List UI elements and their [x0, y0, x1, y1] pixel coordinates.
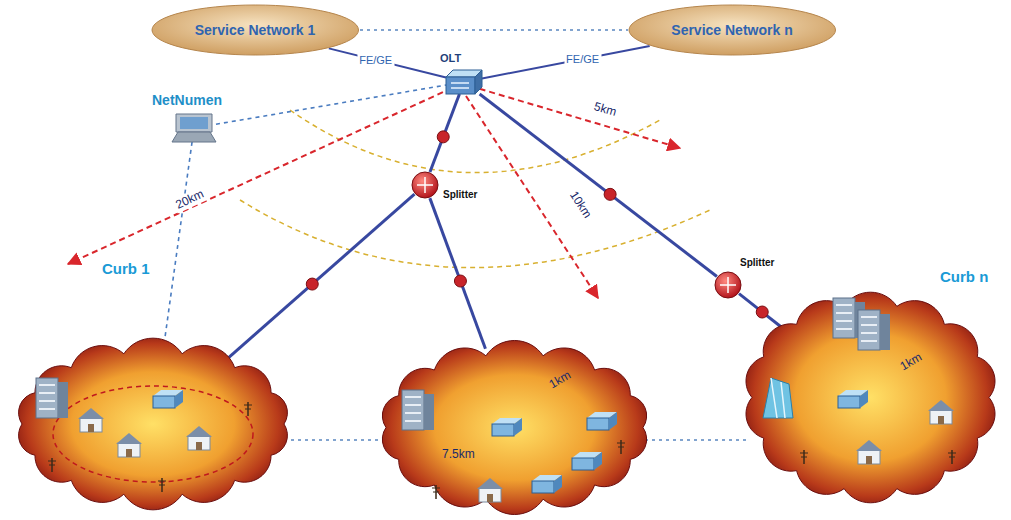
onu-icon: [838, 390, 868, 408]
splitter-mark: [417, 177, 433, 193]
fiber-connector-dot: [437, 131, 449, 143]
tree-icon: [800, 450, 808, 464]
splitter: Splitter: [714, 271, 742, 299]
node-label: OLT: [440, 52, 461, 65]
tree-icon: [158, 478, 166, 492]
cloud-outline: [19, 338, 288, 510]
house-icon: [116, 433, 142, 457]
management-link: [216, 85, 446, 124]
fiber-connector-dot: [604, 188, 616, 200]
bld-icon: [36, 378, 68, 418]
onu-icon: [492, 418, 522, 436]
nms-shape: [172, 114, 216, 142]
fiber-link: [430, 94, 459, 172]
cloud-shape: [372, 340, 657, 515]
fiber-link: [430, 198, 486, 349]
house-icon: [477, 478, 503, 502]
service-network-ellipse: Service Network 1: [151, 4, 360, 56]
distance-line: [470, 86, 680, 148]
node-label: Service Network 1: [190, 22, 320, 38]
onu-icon: [572, 452, 602, 470]
management-link: [164, 142, 192, 345]
cloud-contents: [763, 298, 956, 464]
link-label: FE/GE: [357, 54, 394, 67]
nms-icon: [176, 114, 212, 132]
cloud-contents: [402, 390, 625, 502]
tree-icon: [617, 440, 625, 454]
dotted-link: [360, 29, 628, 31]
fiber-connector-dot: [454, 275, 466, 287]
node-label: NetNumen: [152, 92, 222, 108]
link-label: FE/GE: [564, 53, 601, 66]
split-shape: [411, 171, 439, 199]
node-label: Service Network n: [667, 22, 797, 38]
house-icon: [78, 408, 104, 432]
fiber-link: [480, 94, 717, 276]
uplink: [482, 46, 650, 79]
splitter-symbol: [412, 172, 438, 198]
service-network-ellipse: Service Network n: [628, 4, 837, 56]
curb-cloud: Curb n1km: [738, 290, 1003, 505]
onu-icon: [153, 390, 183, 408]
cloud-outline: [382, 340, 646, 514]
split-shape: [714, 271, 742, 299]
distance-label: 7.5km: [442, 448, 475, 462]
olt-switch: OLT: [446, 70, 482, 94]
tree-icon: [948, 450, 956, 464]
curb-cloud: 1km7.5km: [372, 340, 657, 515]
splitter-mark: [720, 277, 736, 293]
bld-icon: [858, 310, 890, 350]
tree-icon: [48, 458, 56, 472]
tree-icon: [244, 402, 252, 416]
onu-icon: [532, 475, 562, 493]
onu-icon: [587, 412, 617, 430]
bld-icon: [402, 390, 434, 430]
drop-loop: [53, 386, 253, 482]
node-label: Splitter: [443, 189, 477, 201]
house-icon: [928, 400, 954, 424]
fiber-link: [739, 294, 781, 327]
fiber-link: [229, 194, 415, 357]
ellipse-outline: [152, 5, 359, 55]
node-label: Splitter: [740, 257, 774, 269]
range-arc: [290, 110, 660, 173]
distance-label: 20km: [172, 187, 208, 213]
ellipse-outline: [629, 5, 836, 55]
fiber-connector-dot: [306, 278, 318, 290]
cloud-shape: [738, 290, 1003, 505]
distance-label: 5km: [590, 100, 619, 121]
house-icon: [186, 426, 212, 450]
range-arc: [240, 200, 710, 268]
splitter: Splitter: [411, 171, 439, 199]
cloud-shape: [8, 338, 298, 510]
uplink: [329, 48, 446, 77]
cloud-contents: [36, 378, 252, 492]
house-icon: [856, 440, 882, 464]
distance-line: [68, 88, 452, 264]
cloud-outline: [746, 292, 995, 503]
distance-line: [466, 96, 598, 298]
nms-terminal: NetNumen: [172, 114, 216, 142]
curb-cloud: Curb 1: [8, 338, 298, 510]
dotted-link: [645, 439, 750, 441]
olt-shape: [446, 70, 482, 94]
fiber-connector-dot: [756, 306, 768, 318]
area-label: Curb n: [938, 268, 990, 285]
glass-icon: [763, 378, 793, 418]
distance-label: 10km: [565, 187, 595, 222]
splitter-symbol: [715, 272, 741, 298]
area-label: Curb 1: [100, 260, 152, 277]
tree-icon: [432, 485, 440, 499]
